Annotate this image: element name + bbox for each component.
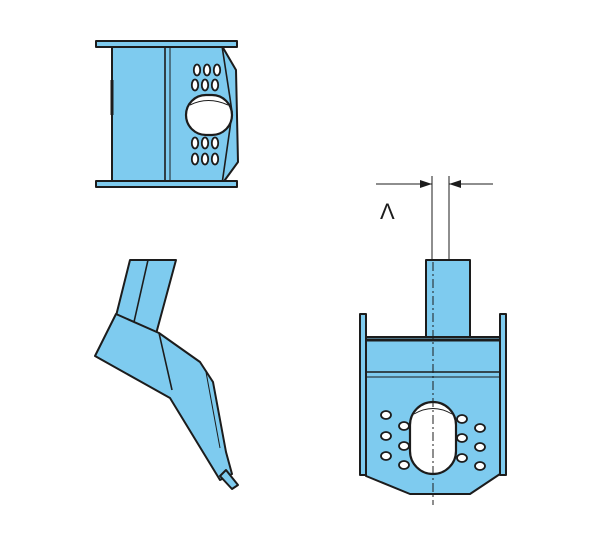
front-view: Λ [359,176,507,505]
dimension-label: Λ [380,199,395,224]
side-view [94,259,239,490]
top-view-slot [184,93,234,137]
top-view-top-flange [95,40,238,48]
front-view-slot-inner [413,408,453,415]
side-view-inner-edge [158,332,173,391]
top-view [95,40,239,188]
side-view-tip [219,469,239,490]
front-view-left-plate [359,313,367,476]
side-view-tube-line [133,259,149,323]
front-view-holes-left [380,410,410,470]
front-view-right-plate [499,313,507,476]
top-view-holes-lower [190,136,220,166]
top-view-bottom-flange [95,180,238,188]
side-view-inner-thin [205,371,221,449]
dimension-arrowhead-right [449,180,461,188]
top-view-holes-upper [190,63,222,92]
dimension-arrowhead-left [420,180,432,188]
front-view-holes-right [456,414,486,471]
top-view-slot-inner [189,100,229,106]
side-view-body [94,313,233,481]
